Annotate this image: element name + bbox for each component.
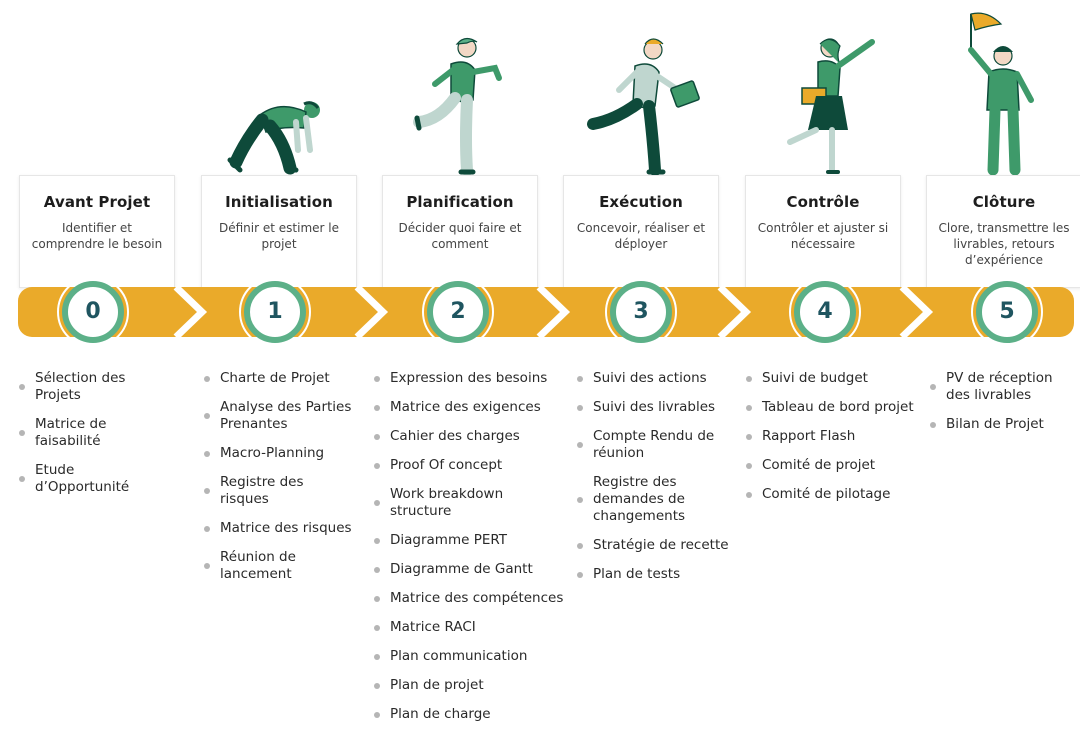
- phase-1-deliverables: Charte de Projet Analyse des Parties Pre…: [204, 370, 354, 595]
- list-item: Sélection des Projets: [19, 370, 159, 404]
- list-item: Registre des demandes de changements: [577, 474, 737, 525]
- chevron-arrow-icon: [717, 284, 752, 340]
- list-item: PV de réception des livrables: [930, 370, 1070, 404]
- list-item: Plan communication: [374, 648, 566, 665]
- list-item: Suivi des livrables: [577, 399, 737, 416]
- phase-number-badge: 1: [239, 276, 311, 348]
- phase-number-badge: 0: [57, 276, 129, 348]
- list-item: Suivi des actions: [577, 370, 737, 387]
- phase-2-deliverables: Expression des besoins Matrice des exige…: [374, 370, 566, 735]
- list-item: Diagramme de Gantt: [374, 561, 566, 578]
- chevron-arrow-icon: [354, 284, 389, 340]
- phase-card-5: Clôture Clore, transmettre les livrables…: [926, 175, 1080, 288]
- chevron-arrow-icon: [173, 284, 208, 340]
- list-item: Matrice des compétences: [374, 590, 566, 607]
- phase-3-deliverables: Suivi des actions Suivi des livrables Co…: [577, 370, 737, 595]
- list-item: Analyse des Parties Prenantes: [204, 399, 354, 433]
- list-item: Stratégie de recette: [577, 537, 737, 554]
- phase-description: Clore, transmettre les livrables, retour…: [938, 221, 1070, 267]
- phase-4-deliverables: Suivi de budget Tableau de bord projet R…: [746, 370, 918, 515]
- phase-number-badge: 2: [422, 276, 494, 348]
- list-item: Compte Rendu de réunion: [577, 428, 737, 462]
- phase-title: Contrôle: [786, 193, 860, 211]
- phase-description: Décider quoi faire et comment: [398, 221, 522, 251]
- phase-5-deliverables: PV de réception des livrables Bilan de P…: [930, 370, 1070, 445]
- chevron-arrow-icon: [899, 284, 934, 340]
- phase-title: Clôture: [972, 193, 1036, 211]
- list-item: Plan de projet: [374, 677, 566, 694]
- phase-title: Initialisation: [225, 193, 333, 211]
- list-item: Macro-Planning: [204, 445, 354, 462]
- phase-title: Planification: [406, 193, 514, 211]
- running-woman-icon: [381, 0, 541, 178]
- list-item: Charte de Projet: [204, 370, 354, 387]
- timeline-band: [18, 284, 1074, 340]
- list-item: Bilan de Projet: [930, 416, 1070, 433]
- list-item: Work breakdown structure: [374, 486, 566, 520]
- chevron-arrow-icon: [536, 284, 571, 340]
- list-item: Réunion de lancement: [204, 549, 354, 583]
- phase-description: Définir et estimer le projet: [219, 221, 339, 251]
- list-item: Registre des risques: [204, 474, 354, 508]
- running-man-briefcase-icon: [563, 0, 723, 178]
- list-item: Cahier des charges: [374, 428, 566, 445]
- list-item: Suivi de budget: [746, 370, 918, 387]
- man-holding-flag-icon: [925, 0, 1080, 178]
- phase-number-badge: 5: [971, 276, 1043, 348]
- list-item: Proof Of concept: [374, 457, 566, 474]
- phase-title: Exécution: [599, 193, 683, 211]
- list-item: Plan de charge: [374, 706, 566, 723]
- phase-description: Identifier et comprendre le besoin: [31, 221, 163, 251]
- list-item: Matrice de faisabilité: [19, 416, 159, 450]
- phase-card-4: Contrôle Contrôler et ajuster si nécessa…: [745, 175, 901, 288]
- phase-card-3: Exécution Concevoir, réaliser et déploye…: [563, 175, 719, 288]
- phase-number-badge: 4: [789, 276, 861, 348]
- phase-0-deliverables: Sélection des Projets Matrice de faisabi…: [19, 370, 159, 508]
- list-item: Matrice des exigences: [374, 399, 566, 416]
- phase-description: Concevoir, réaliser et déployer: [576, 221, 706, 251]
- list-item: Diagramme PERT: [374, 532, 566, 549]
- list-item: Expression des besoins: [374, 370, 566, 387]
- list-item: Comité de projet: [746, 457, 918, 474]
- crouching-start-runner-icon: [200, 0, 360, 178]
- phase-number-badge: 3: [605, 276, 677, 348]
- phase-card-1: Initialisation Définir et estimer le pro…: [201, 175, 357, 288]
- phase-card-2: Planification Décider quoi faire et comm…: [382, 175, 538, 288]
- phase-description: Contrôler et ajuster si nécessaire: [757, 221, 889, 251]
- cheering-woman-folder-icon: [744, 0, 904, 178]
- list-item: Matrice des risques: [204, 520, 354, 537]
- list-item: Etude d’Opportunité: [19, 462, 159, 496]
- list-item: Matrice RACI: [374, 619, 566, 636]
- list-item: Tableau de bord projet: [746, 399, 918, 416]
- list-item: Comité de pilotage: [746, 486, 918, 503]
- phase-0-figure: [18, 0, 178, 178]
- phase-card-0: Avant Projet Identifier et comprendre le…: [19, 175, 175, 288]
- phase-title: Avant Projet: [43, 193, 151, 211]
- list-item: Plan de tests: [577, 566, 737, 583]
- list-item: Rapport Flash: [746, 428, 918, 445]
